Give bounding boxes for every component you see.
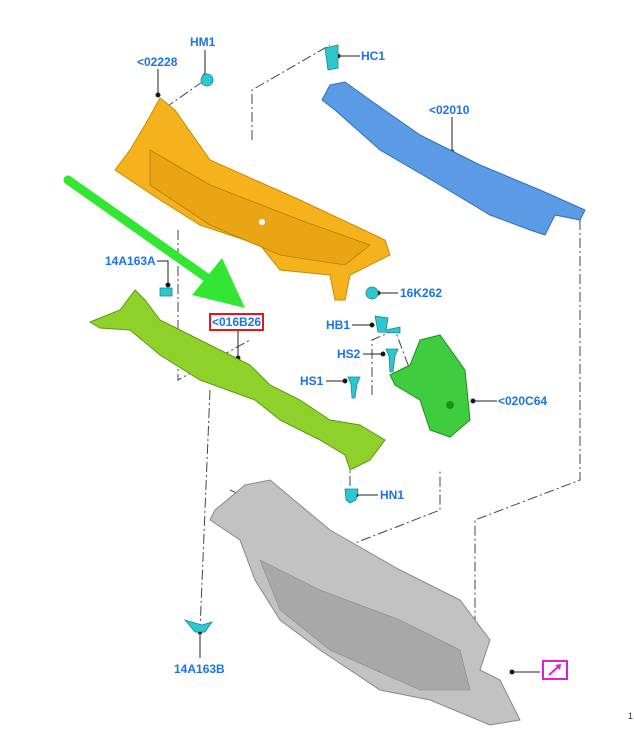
label-14a163b[interactable]: 14A163B	[174, 662, 225, 676]
hs1-screw	[347, 376, 361, 399]
label-02228[interactable]: <02228	[137, 55, 178, 69]
hb1-bolt	[374, 315, 401, 334]
cowl-bracket-upper	[321, 81, 586, 236]
hc1-clip	[324, 44, 339, 71]
side-bracket	[389, 334, 471, 438]
16k262-nut	[365, 286, 379, 300]
reference-link-icon[interactable]	[542, 660, 568, 680]
pointer-arrow	[63, 175, 245, 308]
label-hm1[interactable]: HM1	[190, 35, 216, 49]
label-hs2[interactable]: HS2	[337, 347, 361, 361]
14a163b-clip	[183, 619, 213, 633]
label-hb1[interactable]: HB1	[326, 318, 351, 332]
label-02010[interactable]: <02010	[429, 103, 470, 117]
arrow-icon	[548, 664, 561, 676]
cowl-panel	[114, 97, 391, 301]
page-number: 1	[628, 711, 634, 721]
14a163a-clip	[159, 287, 173, 297]
leader-lines	[155, 50, 540, 675]
label-020c64[interactable]: <020C64	[498, 394, 548, 408]
label-016b26-highlighted[interactable]: <016B26	[209, 313, 265, 331]
label-hn1[interactable]: HN1	[380, 488, 405, 502]
label-hs1[interactable]: HS1	[300, 374, 324, 388]
hn1-nut	[344, 488, 359, 504]
hs2-screw	[385, 348, 399, 373]
fasteners	[159, 44, 401, 633]
label-16k262[interactable]: 16K262	[400, 286, 443, 300]
label-14a163a[interactable]: 14A163A	[105, 254, 156, 268]
label-hc1[interactable]: HC1	[361, 49, 386, 63]
cowl-reinforcement	[88, 289, 386, 471]
hm1-fastener	[200, 73, 214, 87]
dash-panel-insulator	[209, 479, 521, 726]
